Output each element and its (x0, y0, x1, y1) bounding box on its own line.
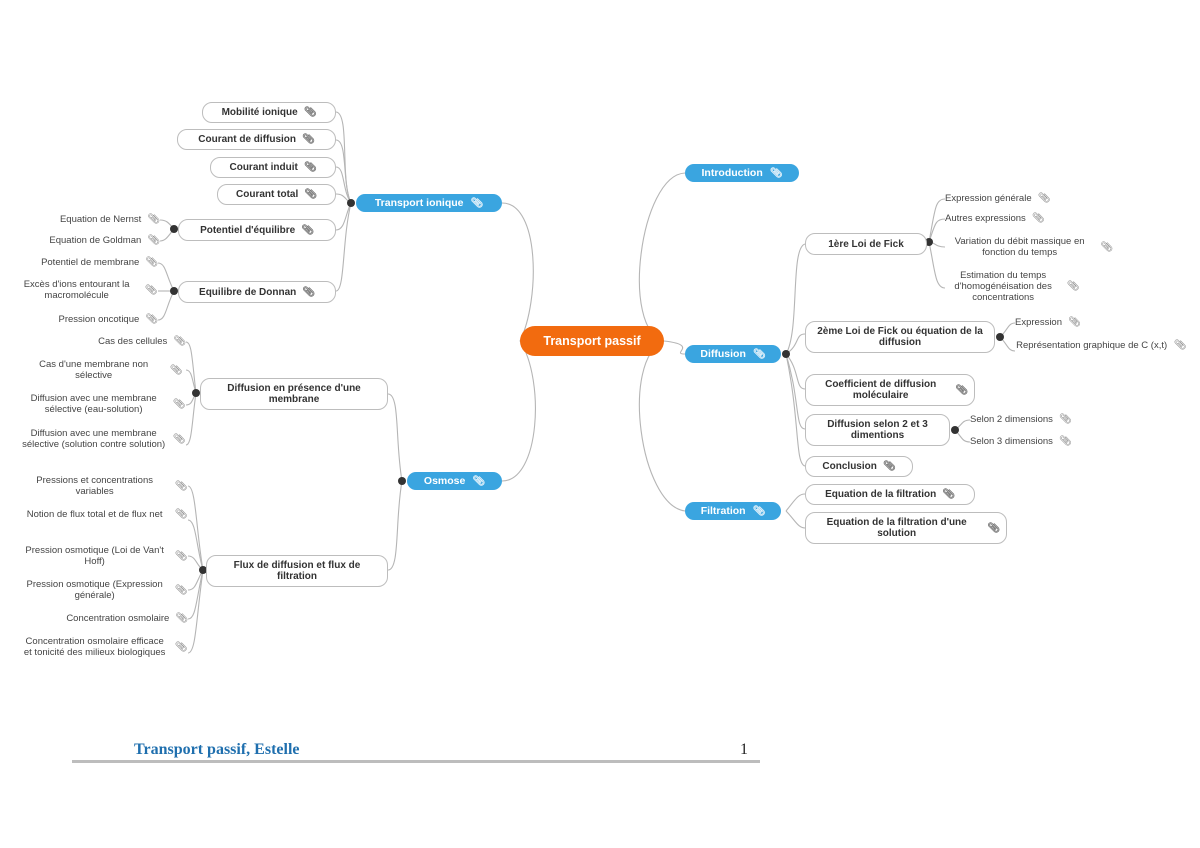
paperclip-icon: 📎︎ (303, 107, 317, 118)
root-node[interactable]: Transport passif (520, 326, 664, 356)
node-conclusion[interactable]: Conclusion📎︎ (805, 456, 913, 477)
leaf-fick1-0[interactable]: Expression générale📎︎ (945, 193, 1051, 204)
node-courant-induit[interactable]: Courant induit📎︎ (210, 157, 336, 178)
paperclip-icon: 📎︎ (987, 522, 1000, 534)
leaf-flux-1[interactable]: Notion de flux total et de flux net📎︎ (26, 509, 188, 520)
paperclip-icon: 📎︎ (1058, 436, 1072, 447)
leaf-flux-2[interactable]: Pression osmotique (Loi de Van't Hoff)📎︎ (25, 545, 188, 567)
leaf-membrane-2[interactable]: Diffusion avec une membrane sélective (e… (30, 393, 186, 415)
branch-osmose[interactable]: Osmose📎︎ (407, 472, 502, 490)
paperclip-icon: 📎︎ (172, 398, 186, 410)
leaf-donnan-1[interactable]: Excès d'ions entourant la macromolécule📎… (23, 279, 158, 301)
paperclip-icon: 📎︎ (303, 162, 317, 173)
leaf-membrane-1[interactable]: Cas d'une membrane non sélective📎︎ (39, 359, 183, 381)
leaf-flux-3[interactable]: Pression osmotique (Expression générale)… (26, 579, 188, 601)
paperclip-icon: 📎︎ (145, 257, 158, 268)
leaf-donnan-0[interactable]: Potentiel de membrane📎︎ (41, 257, 158, 268)
paperclip-icon: 📎︎ (942, 489, 955, 500)
leaf-membrane-3[interactable]: Diffusion avec une membrane sélective (s… (22, 428, 186, 450)
leaf-potentiel-1[interactable]: Equation de Goldman📎︎ (49, 235, 160, 246)
node-dimensions[interactable]: Diffusion selon 2 et 3 dimentions (805, 414, 950, 446)
node-diffusion-membrane[interactable]: Diffusion en présence d'une membrane (200, 378, 388, 410)
node-fick1[interactable]: 1ère Loi de Fick (805, 233, 927, 255)
node-coefficient[interactable]: Coefficient de diffusion moléculaire📎︎ (805, 374, 975, 406)
branch-transport-ionique[interactable]: Transport ionique📎︎ (356, 194, 502, 212)
branch-diffusion[interactable]: Diffusion📎︎ (685, 345, 781, 363)
paperclip-icon: 📎︎ (1068, 317, 1081, 328)
node-filtration-solution[interactable]: Equation de la filtration d'une solution… (805, 512, 1007, 544)
branch-filtration[interactable]: Filtration📎︎ (685, 502, 781, 520)
leaf-potentiel-0[interactable]: Equation de Nernst📎︎ (59, 214, 160, 225)
paperclip-icon: 📎︎ (1031, 213, 1045, 224)
node-equilibre-donnan[interactable]: Equilibre de Donnan📎︎ (178, 281, 336, 303)
paperclip-icon: 📎︎ (173, 336, 186, 347)
page-number: 1 (740, 741, 748, 758)
paperclip-icon: 📎︎ (752, 505, 766, 517)
footer-title: Transport passif, Estelle (134, 741, 300, 758)
paperclip-icon: 📎︎ (147, 235, 160, 246)
paperclip-icon: 📎︎ (472, 475, 486, 487)
paperclip-icon: 📎︎ (1037, 193, 1051, 204)
paperclip-icon: 📎︎ (955, 384, 968, 396)
paperclip-icon: 📎︎ (147, 214, 160, 225)
leaf-donnan-2[interactable]: Pression oncotique📎︎ (58, 314, 158, 325)
paperclip-icon: 📎︎ (172, 433, 186, 445)
paperclip-icon: 📎︎ (145, 314, 158, 325)
leaf-flux-4[interactable]: Concentration osmolaire📎︎ (66, 613, 188, 624)
paperclip-icon: 📎︎ (1173, 340, 1187, 351)
branch-introduction[interactable]: Introduction📎︎ (685, 164, 799, 182)
paperclip-icon: 📎︎ (174, 584, 188, 596)
paperclip-icon: 📎︎ (174, 550, 188, 562)
node-flux-diffusion-filtration[interactable]: Flux de diffusion et flux de filtration (206, 555, 388, 587)
paperclip-icon: 📎︎ (302, 286, 315, 298)
paperclip-icon: 📎︎ (1100, 241, 1113, 253)
leaf-dims-1[interactable]: Selon 3 dimensions📎︎ (970, 436, 1072, 447)
footer-rule (72, 760, 760, 763)
node-mobilite-ionique[interactable]: Mobilité ionique📎︎ (202, 102, 336, 123)
node-fick2[interactable]: 2ème Loi de Fick ou équation de la diffu… (805, 321, 995, 353)
leaf-dims-0[interactable]: Selon 2 dimensions📎︎ (970, 414, 1072, 425)
leaf-fick1-3[interactable]: Estimation du temps d'homogénéisation de… (954, 270, 1080, 303)
paperclip-icon: 📎︎ (304, 189, 317, 200)
node-courant-total[interactable]: Courant total📎︎ (217, 184, 336, 205)
paperclip-icon: 📎︎ (175, 613, 188, 624)
leaf-fick1-2[interactable]: Variation du débit massique en fonction … (954, 236, 1113, 258)
paperclip-icon: 📎︎ (174, 480, 188, 492)
paperclip-icon: 📎︎ (470, 197, 484, 209)
node-filtration-equation[interactable]: Equation de la filtration📎︎ (805, 484, 975, 505)
leaf-fick2-0[interactable]: Expression📎︎ (1015, 317, 1081, 328)
leaf-fick1-1[interactable]: Autres expressions📎︎ (945, 213, 1045, 224)
leaf-membrane-0[interactable]: Cas des cellules📎︎ (98, 336, 186, 347)
paperclip-icon: 📎︎ (302, 134, 315, 145)
paperclip-icon: 📎︎ (174, 641, 188, 653)
node-potentiel-equilibre[interactable]: Potentiel d'équilibre📎︎ (178, 219, 336, 241)
leaf-flux-0[interactable]: Pressions et concentrations variables📎︎ (36, 475, 188, 497)
paperclip-icon: 📎︎ (769, 167, 783, 179)
leaf-fick2-1[interactable]: Représentation graphique de C (x,t)📎︎ (1016, 340, 1187, 351)
paperclip-icon: 📎︎ (174, 509, 188, 520)
paperclip-icon: 📎︎ (1058, 414, 1072, 425)
paperclip-icon: 📎︎ (752, 348, 766, 360)
paperclip-icon: 📎︎ (144, 284, 158, 296)
paperclip-icon: 📎︎ (301, 224, 314, 236)
paperclip-icon: 📎︎ (169, 364, 183, 376)
node-courant-diffusion[interactable]: Courant de diffusion📎︎ (177, 129, 336, 150)
leaf-flux-5[interactable]: Concentration osmolaire efficace et toni… (23, 636, 188, 658)
paperclip-icon: 📎︎ (1066, 281, 1080, 292)
paperclip-icon: 📎︎ (882, 461, 896, 472)
